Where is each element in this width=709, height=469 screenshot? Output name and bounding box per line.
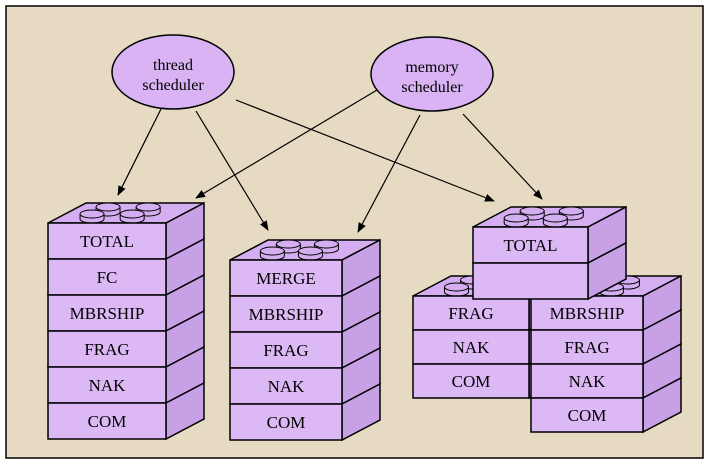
memory-scheduler-ellipse	[370, 36, 494, 112]
stack-3-left-layer-label: NAK	[453, 338, 491, 357]
stack-3-left-layer-label: FRAG	[448, 304, 493, 323]
stack-1-layer-label: TOTAL	[80, 232, 134, 251]
memory-scheduler-node: memory scheduler	[370, 36, 494, 112]
thread-scheduler-ellipse	[111, 34, 235, 110]
thread-scheduler-node: thread scheduler	[111, 34, 235, 110]
stack-3-right-layer-label: MBRSHIP	[550, 304, 625, 323]
stack-1-layer-front	[47, 402, 167, 440]
stack-3-top-peg	[503, 213, 529, 228]
stack-2-layer-label: MBRSHIP	[249, 305, 324, 324]
stack-3-top-peg	[542, 213, 568, 228]
thread-scheduler-line1: thread	[153, 57, 193, 74]
stack-3-top: TOTAL	[472, 205, 627, 301]
stack-3-right-layer-label: COM	[568, 406, 607, 425]
stack-2-layer-label: MERGE	[256, 269, 316, 288]
stack-3-right-layer-front	[530, 295, 644, 331]
stack-3-left-layer-front	[412, 363, 530, 399]
stack-3-left-layer-front	[412, 295, 530, 331]
stack-1-layer-front	[47, 258, 167, 296]
stacks-layer: TOTAL FC MBRSHIP FRAG NAK COM MERGE MBRSHIP FRAG…	[47, 201, 682, 442]
stack-1-layer-label: MBRSHIP	[70, 304, 145, 323]
stack-1-layer-label: FC	[97, 268, 118, 287]
edge-memory-to-stack-3-top	[462, 113, 543, 200]
stack-3-top-layer-front	[472, 226, 589, 264]
stack-1-layer-label: FRAG	[84, 340, 129, 359]
edge-memory-to-stack-1	[195, 89, 378, 199]
stack-2-layer-label: NAK	[268, 377, 306, 396]
stack-1-layer-front	[47, 366, 167, 404]
memory-scheduler-line1: memory	[405, 59, 458, 76]
stack-2-peg	[259, 246, 285, 261]
stack-3-top-layer-label: TOTAL	[503, 236, 557, 255]
edge-memory-to-stack-2	[357, 114, 421, 233]
edge-thread-to-stack-3-top	[235, 99, 495, 202]
stack-2-layer-label: FRAG	[263, 341, 308, 360]
stack-2-layer-label: COM	[267, 413, 306, 432]
stack-3-left-peg	[443, 282, 469, 297]
stack-1-peg	[119, 209, 145, 224]
stack-3-left-layer-label: COM	[452, 372, 491, 391]
stack-3-right-layer-label: FRAG	[564, 338, 609, 357]
edge-thread-to-stack-2	[195, 110, 269, 231]
edge-thread-to-stack-1	[117, 108, 162, 196]
stack-3-top-layer-front	[472, 262, 589, 300]
stack-3-right-layer-label: NAK	[569, 372, 607, 391]
stack-1-layer-label: COM	[88, 412, 127, 431]
stack-3-right-layer-front	[530, 329, 644, 365]
stack-2-peg	[297, 246, 323, 261]
stack-1-layer-front	[47, 222, 167, 260]
stack-3-left-layer-front	[412, 329, 530, 365]
stack-2-layer-front	[229, 367, 343, 405]
stack-2-layer-front	[229, 403, 343, 441]
stack-3-right-layer-front	[530, 363, 644, 399]
stack-1: TOTAL FC MBRSHIP FRAG NAK COM	[47, 201, 205, 441]
thread-scheduler-line2: scheduler	[142, 77, 204, 94]
stack-3-right-layer-front	[530, 397, 644, 433]
stack-1-layer-front	[47, 330, 167, 368]
stack-1-peg	[79, 209, 105, 224]
edges-layer	[117, 89, 543, 233]
stack-2: MERGE MBRSHIP FRAG NAK COM	[229, 238, 381, 442]
stack-1-layer-label: NAK	[89, 376, 127, 395]
memory-scheduler-line2: scheduler	[401, 79, 463, 96]
stack-2-layer-front	[229, 295, 343, 333]
